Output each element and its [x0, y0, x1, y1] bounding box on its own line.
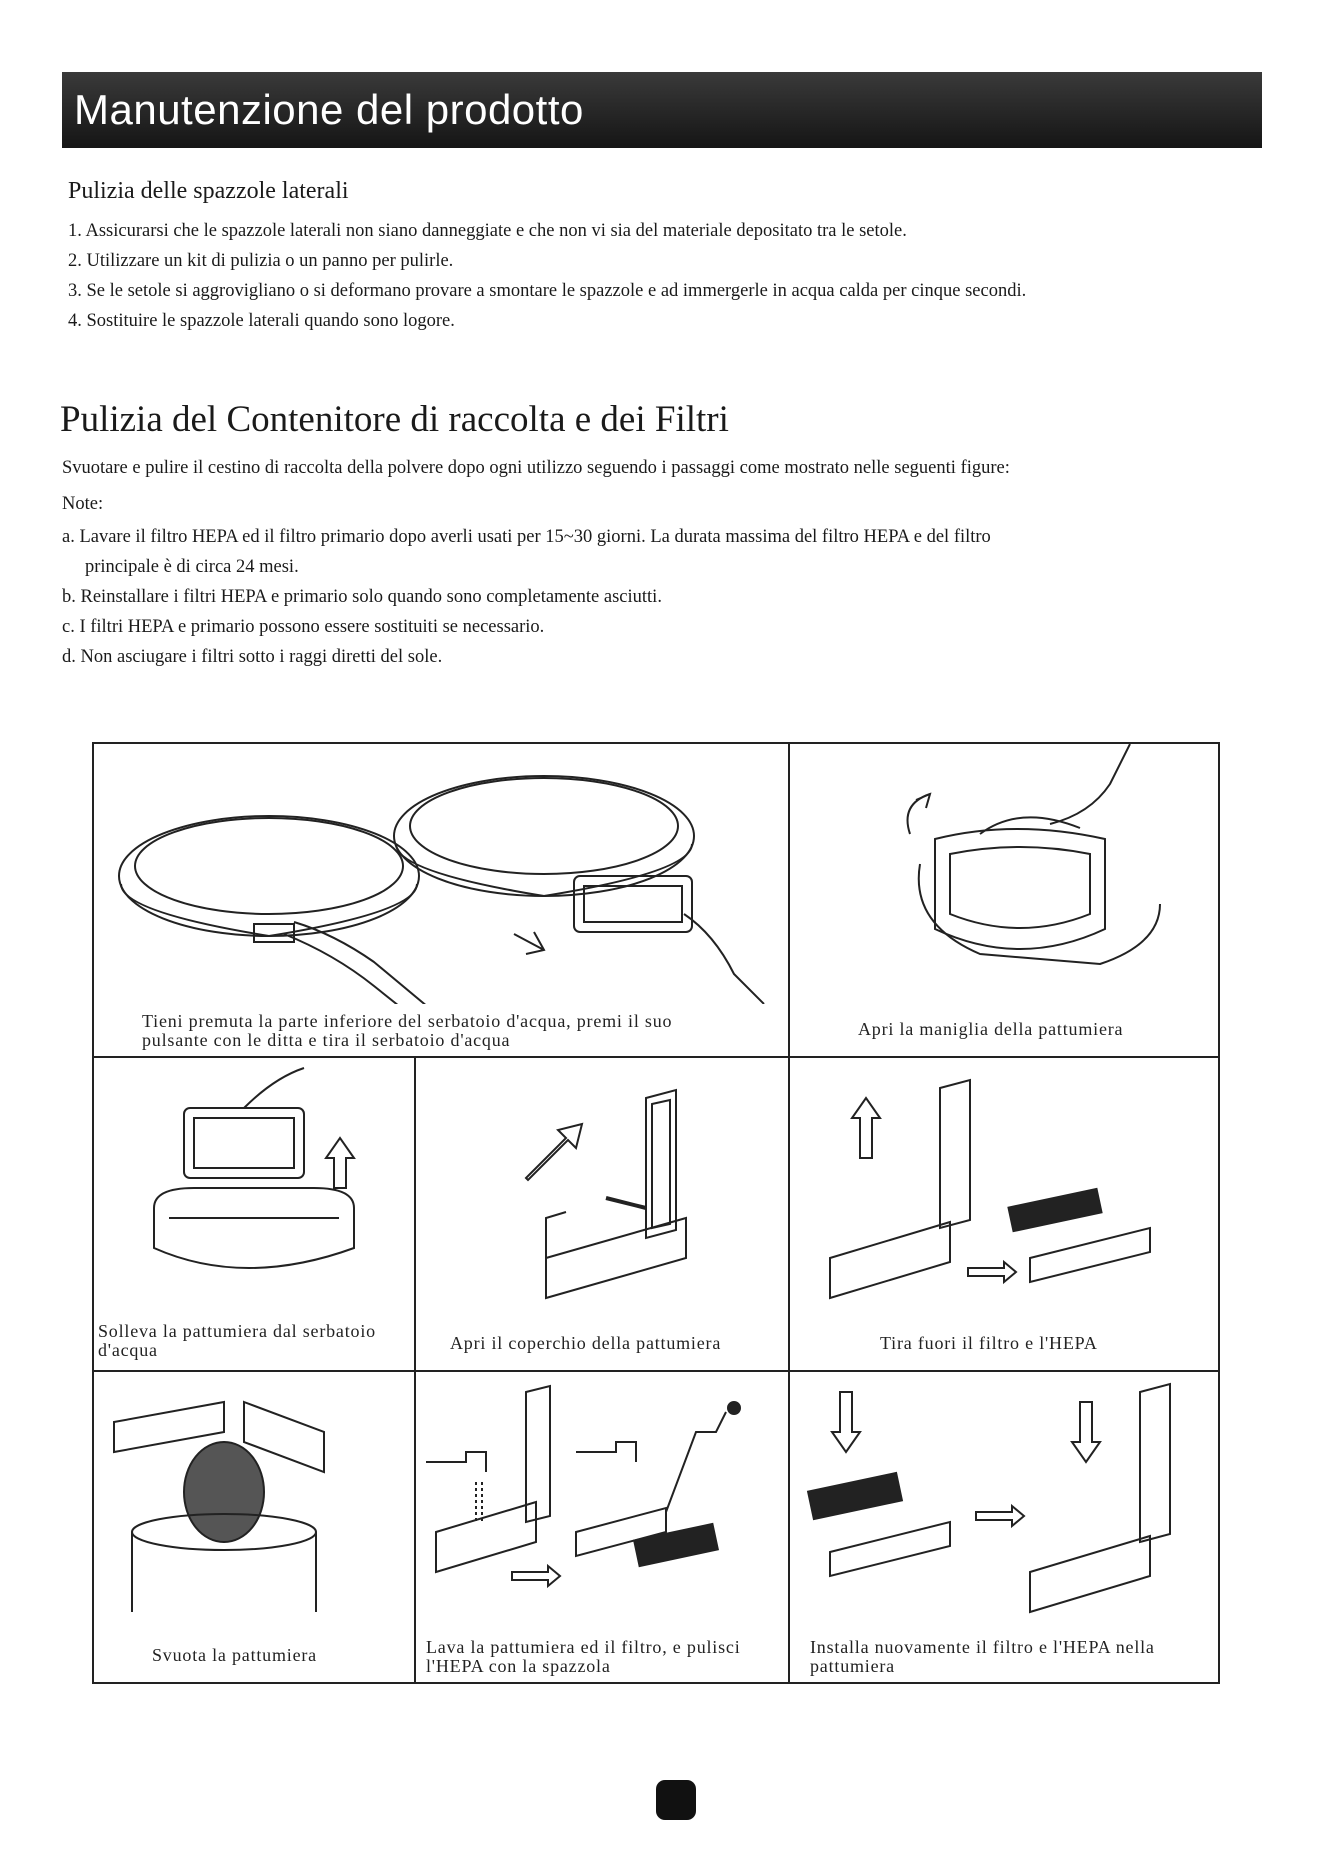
step-caption-open-handle: Apri la maniglia della pattumiera — [858, 1019, 1124, 1039]
note-item-a-continuation: principale è di circa 24 mesi. — [85, 557, 299, 577]
list-item: 1. Assicurarsi che le spazzole laterali … — [68, 221, 907, 241]
illustration-reinstall-filter — [806, 1382, 1171, 1614]
step-caption-remove-filter: Tira fuori il filtro e l'HEPA — [880, 1333, 1098, 1353]
step-cell-open-dustbin-handle: Apri la maniglia della pattumiera — [790, 744, 1220, 1058]
step-caption-open-lid: Apri il coperchio della pattumiera — [450, 1333, 722, 1353]
illustration-remove-filter — [829, 1078, 1151, 1300]
step-cell-empty-dustbin: Svuota la pattumiera — [94, 1372, 416, 1684]
page-title: Manutenzione del prodotto — [74, 86, 584, 133]
step-caption-remove-tank: Tieni premuta la parte inferiore del ser… — [142, 1012, 672, 1050]
caption-line: Installa nuovamente il filtro e l'HEPA n… — [810, 1637, 1155, 1657]
notes-list: a. Lavare il filtro HEPA ed il filtro pr… — [62, 522, 991, 672]
list-item: 4. Sostituire le spazzole laterali quand… — [68, 311, 455, 331]
step-cell-remove-filter: Tira fuori il filtro e l'HEPA — [790, 1058, 1220, 1372]
step-caption-reinstall-filter: Installa nuovamente il filtro e l'HEPA n… — [810, 1638, 1155, 1676]
notes-label: Note: — [62, 494, 104, 514]
step-caption-lift-dustbin: Solleva la pattumiera dal serbatoio d'ac… — [98, 1322, 376, 1360]
step-caption-empty-dustbin: Svuota la pattumiera — [152, 1645, 317, 1665]
section-title-side-brushes: Pulizia delle spazzole laterali — [68, 178, 349, 204]
note-item-a: a. Lavare il filtro HEPA ed il filtro pr… — [62, 527, 991, 547]
caption-line: l'HEPA con la spazzola — [426, 1656, 611, 1676]
page-header-bar: Manutenzione del prodotto — [62, 72, 1262, 148]
section-intro: Svuotare e pulire il cestino di raccolta… — [62, 458, 1010, 478]
step-cell-lift-dustbin: Solleva la pattumiera dal serbatoio d'ac… — [94, 1058, 416, 1372]
section-title-dustbin-filters: Pulizia del Contenitore di raccolta e de… — [60, 399, 729, 440]
list-item: 3. Se le setole si aggrovigliano o si de… — [68, 281, 1027, 301]
illustration-robot-remove-tank — [118, 775, 765, 1004]
illustration-wash-filter — [426, 1384, 741, 1589]
page-number-badge — [656, 1780, 696, 1820]
note-item-b: b. Reinstallare i filtri HEPA e primario… — [62, 587, 662, 607]
caption-line: Tieni premuta la parte inferiore del ser… — [142, 1011, 673, 1031]
step-caption-wash-filter: Lava la pattumiera ed il filtro, e pulis… — [426, 1638, 741, 1676]
note-item-d: d. Non asciugare i filtri sotto i raggi … — [62, 647, 443, 667]
illustration-empty-dustbin — [113, 1400, 325, 1612]
note-item-c: c. I filtri HEPA e primario possono esse… — [62, 617, 545, 637]
side-brush-steps-list: 1. Assicurarsi che le spazzole laterali … — [68, 216, 1026, 336]
step-cell-open-lid: Apri il coperchio della pattumiera — [416, 1058, 790, 1372]
caption-line: Lava la pattumiera ed il filtro, e pulis… — [426, 1637, 741, 1657]
caption-line: pattumiera — [810, 1656, 895, 1676]
step-cell-wash-filter: Lava la pattumiera ed il filtro, e pulis… — [416, 1372, 790, 1684]
caption-line: d'acqua — [98, 1340, 158, 1360]
step-cell-reinstall-filter: Installa nuovamente il filtro e l'HEPA n… — [790, 1372, 1220, 1684]
illustration-open-lid — [524, 1088, 687, 1300]
list-item: 2. Utilizzare un kit di pulizia o un pan… — [68, 251, 454, 271]
step-cell-remove-water-tank: Tieni premuta la parte inferiore del ser… — [94, 744, 790, 1058]
illustration-lift-dustbin — [153, 1067, 356, 1269]
instruction-illustration-grid: Tieni premuta la parte inferiore del ser… — [92, 742, 1220, 1684]
caption-line: Solleva la pattumiera dal serbatoio — [98, 1321, 376, 1341]
caption-line: pulsante con le ditta e tira il serbatoi… — [142, 1030, 511, 1050]
illustration-open-handle — [906, 744, 1161, 966]
